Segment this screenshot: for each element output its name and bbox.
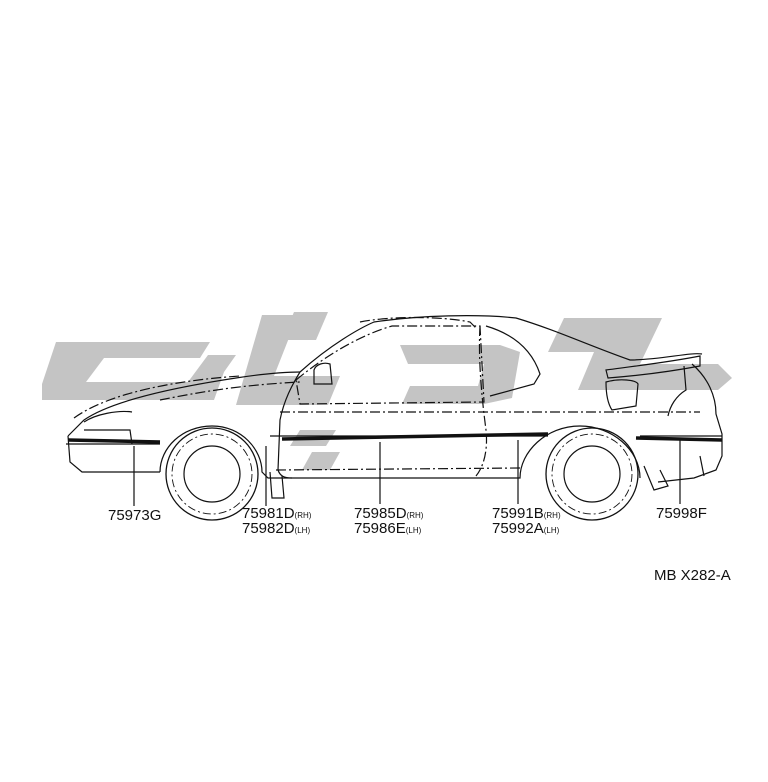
side-molding-strip (67, 438, 161, 444)
part-label: 75986E(LH) (354, 520, 422, 537)
part-number: 75991B (492, 505, 544, 522)
part-number: 75986E (354, 520, 406, 537)
part-side: (RH) (295, 511, 312, 520)
body-line (605, 379, 639, 411)
part-side: (RH) (544, 511, 561, 520)
side-molding-strip (281, 432, 549, 441)
part-label: 75985D(RH) (354, 505, 424, 522)
body-line (299, 315, 703, 373)
body-line (277, 371, 301, 479)
part-label: 75982D(LH) (242, 520, 310, 537)
body-line (73, 375, 301, 419)
rear-rim (563, 445, 621, 503)
part-label: 75991B(RH) (492, 505, 561, 522)
front-tire-dash (171, 433, 253, 515)
body-line (275, 411, 700, 471)
part-number: 75973G (108, 507, 161, 524)
body-line (313, 362, 333, 385)
body-line (83, 410, 133, 445)
part-number: 75998F (656, 505, 707, 522)
front-tire (165, 427, 259, 521)
part-number: 75985D (354, 505, 407, 522)
part-side: (LH) (544, 526, 560, 535)
part-number: 75981D (242, 505, 295, 522)
front-wheel (165, 427, 259, 521)
body-line (657, 363, 723, 483)
body-line (67, 371, 301, 437)
body-line (605, 355, 701, 379)
body-line (67, 435, 160, 473)
part-number: 75982D (242, 520, 295, 537)
body-line (485, 325, 541, 397)
body-line (643, 455, 705, 491)
part-labels: 75973G 75981D(RH) 75982D(LH) 75985D(RH) … (108, 505, 707, 537)
part-number: 75992A (492, 520, 544, 537)
rear-tire (545, 427, 639, 521)
body-line (269, 471, 285, 499)
rear-wheel (545, 427, 639, 521)
part-side: (RH) (407, 511, 424, 520)
body-line (295, 325, 485, 405)
part-side: (LH) (295, 526, 311, 535)
part-label: 75973G (108, 507, 161, 524)
part-label: 75998F (656, 505, 707, 522)
body-line (667, 365, 687, 417)
side-molding (67, 432, 723, 444)
part-label: 75992A(LH) (492, 520, 560, 537)
body-line (159, 425, 641, 479)
part-side: (LH) (406, 526, 422, 535)
front-rim (183, 445, 241, 503)
part-label: 75981D(RH) (242, 505, 312, 522)
body-line (475, 325, 488, 477)
car-outline (66, 315, 723, 499)
figure-code: MB X282-A (654, 567, 731, 584)
side-molding-strip (635, 436, 723, 442)
rear-tire-dash (551, 433, 633, 515)
leader-lines (133, 440, 681, 506)
body-line (359, 316, 477, 329)
